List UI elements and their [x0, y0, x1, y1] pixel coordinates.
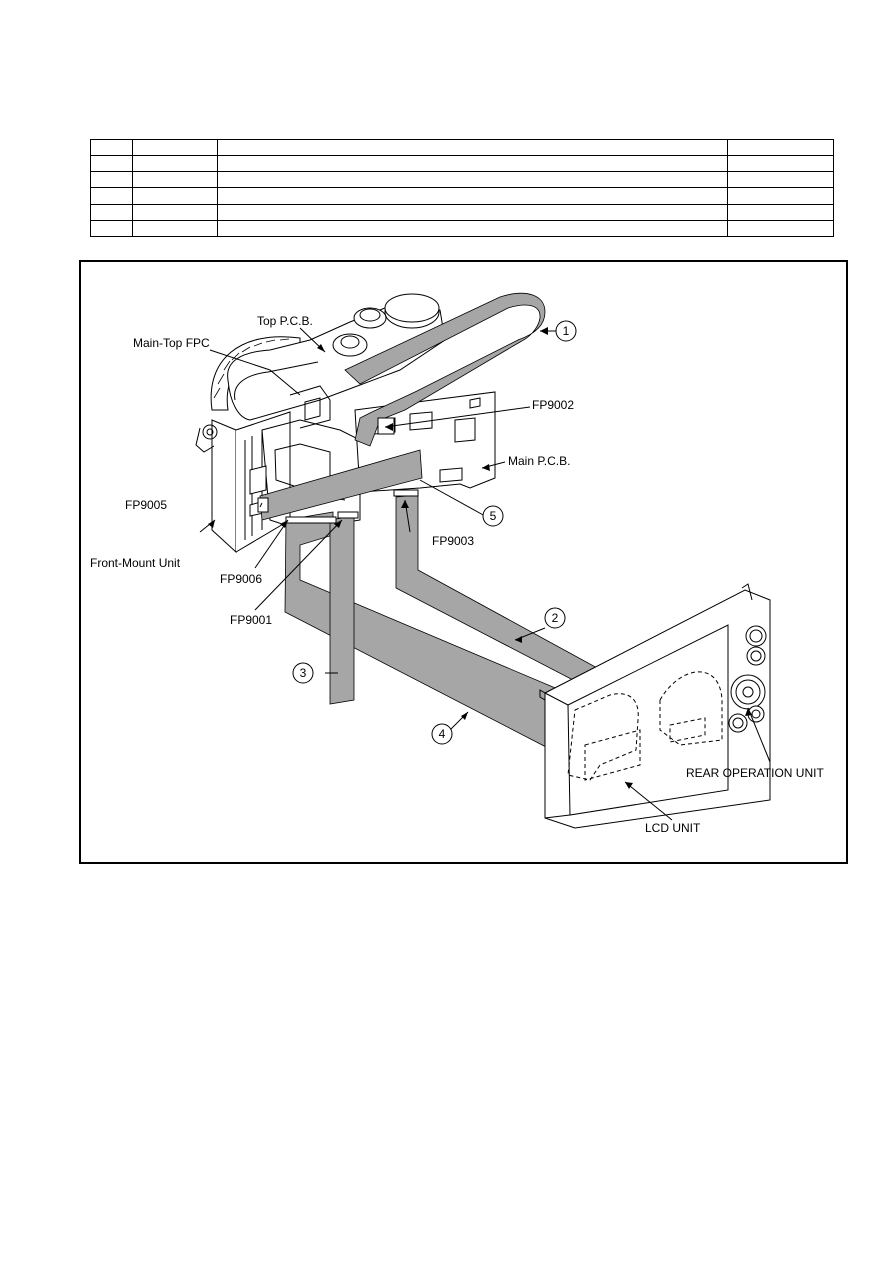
strap-lug	[202, 424, 218, 440]
label-main-top-fpc: Main-Top FPC	[133, 336, 210, 350]
callout-5: 5	[482, 505, 504, 527]
camera-body	[195, 293, 446, 554]
cable-1	[344, 292, 546, 447]
label-lcd-unit: LCD UNIT	[645, 821, 701, 835]
lcd-unit	[539, 583, 771, 829]
svg-text:2: 2	[552, 611, 559, 625]
lcd-hidden-outline	[567, 693, 639, 781]
table-row	[90, 155, 834, 173]
table-row	[90, 187, 834, 205]
label-fp9002: FP9002	[532, 398, 574, 412]
control-dial	[332, 333, 368, 357]
shutter-dial	[353, 307, 387, 329]
table-row	[90, 138, 834, 157]
fp9006-connector	[285, 516, 337, 524]
label-front-mount-unit: Front-Mount Unit	[90, 556, 181, 570]
labels: Top P.C.B. Main-Top FPC FP9002 Main P.C.…	[90, 314, 824, 835]
diagram-frame	[79, 260, 848, 864]
body-front	[211, 419, 237, 554]
table-row	[90, 203, 834, 221]
rear-button-2	[746, 646, 766, 666]
label-top-pcb: Top P.C.B.	[257, 314, 313, 328]
callout-3: 3	[292, 662, 314, 684]
table-row	[90, 219, 834, 238]
top-deck	[227, 299, 446, 421]
callout-4: 4	[431, 723, 453, 745]
callout-2: 2	[544, 607, 566, 629]
arrow-heads	[208, 327, 752, 789]
label-rear-operation-unit: REAR OPERATION UNIT	[686, 766, 824, 780]
label-fp9006: FP9006	[220, 572, 262, 586]
label-fp9001: FP9001	[230, 613, 272, 627]
rear-button-1	[745, 625, 767, 647]
label-main-pcb: Main P.C.B.	[508, 454, 570, 468]
fp9003-connector	[393, 489, 419, 497]
parts-table	[90, 138, 834, 238]
svg-text:3: 3	[300, 666, 307, 680]
label-fp9005: FP9005	[125, 498, 167, 512]
label-fp9003: FP9003	[432, 534, 474, 548]
cable-3	[329, 515, 355, 705]
svg-text:4: 4	[439, 727, 446, 741]
rear-button-3	[728, 713, 748, 733]
table-row	[90, 171, 834, 189]
callout-1: 1	[555, 320, 577, 342]
fp9001-connector	[337, 511, 359, 519]
connectors	[257, 417, 419, 524]
callouts: 1 2 3 4 5	[292, 320, 577, 745]
fp9005-connector	[257, 497, 269, 513]
svg-text:5: 5	[490, 509, 497, 523]
svg-text:1: 1	[563, 324, 570, 338]
